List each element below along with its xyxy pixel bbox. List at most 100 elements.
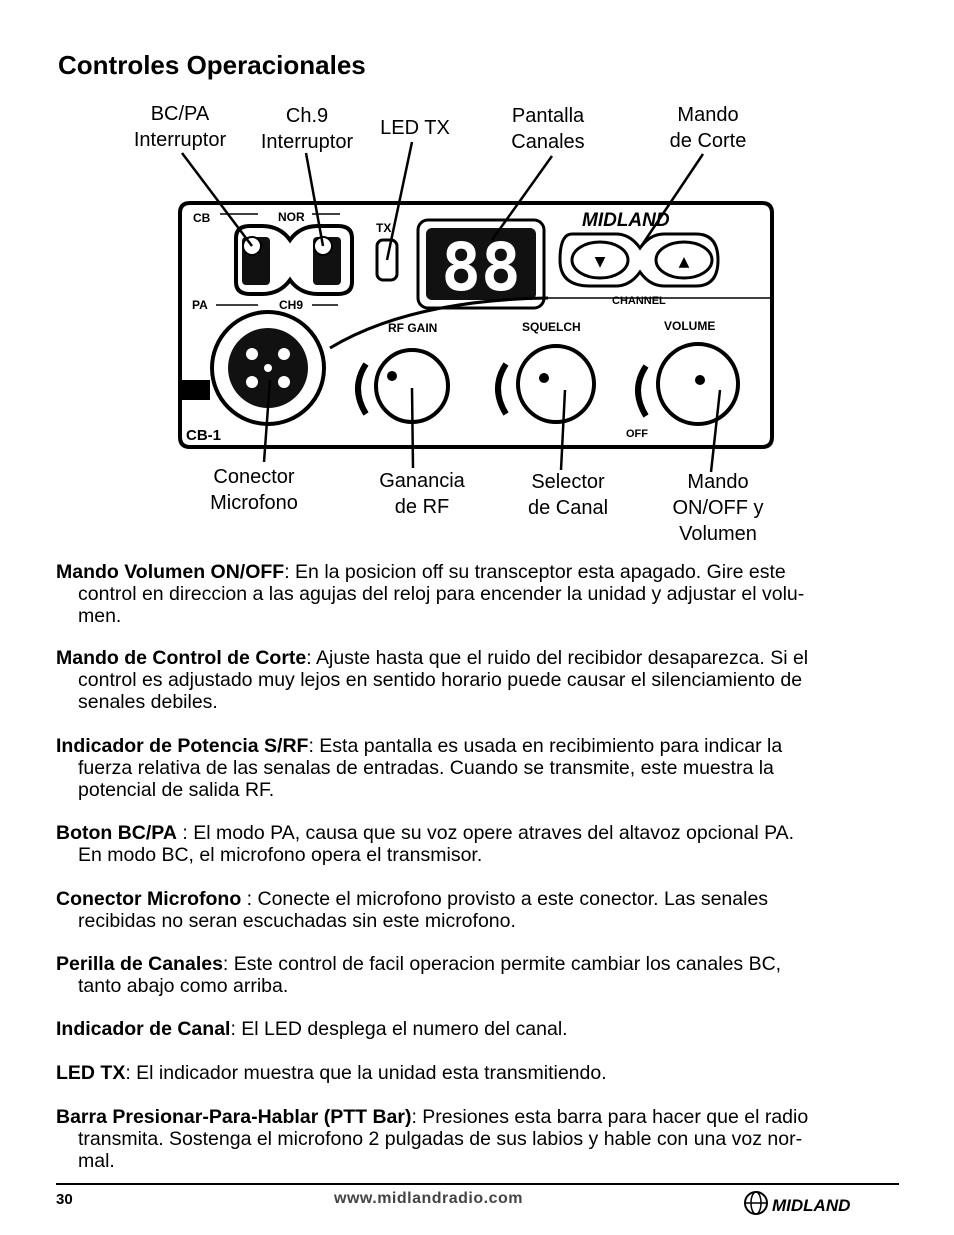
callout-line: de Canal	[527, 497, 609, 519]
callout-line: BC/PA	[150, 103, 210, 125]
label-off: OFF	[626, 428, 648, 440]
desc-term: Indicador de Canal	[56, 1018, 231, 1040]
callout-line: Ganancia	[379, 470, 465, 492]
desc-term: LED TX	[56, 1062, 126, 1084]
leader-selector	[559, 389, 567, 471]
channel-down-button	[570, 240, 630, 280]
callout-line: LED TX	[380, 117, 450, 139]
rf-gain-scale	[355, 362, 369, 416]
desc-term: Perilla de Canales	[56, 953, 223, 975]
callout-channel-selector: Selector de Canal	[518, 469, 618, 521]
leader-ch9	[304, 152, 325, 247]
callout-line: Pantalla	[511, 105, 585, 127]
desc-line: Indicador de Canal: El LED desplega el n…	[56, 1018, 906, 1040]
desc-line: control es adjustado muy lejos en sentid…	[78, 669, 803, 691]
callout-line: Canales	[511, 131, 585, 153]
desc-line: En modo BC, el microfono opera el transm…	[78, 844, 483, 866]
callout-line: Ch.9	[285, 105, 329, 127]
desc-squelch: Mando de Control de Corte: Ajuste hasta …	[56, 647, 906, 713]
mic-pin	[278, 376, 290, 388]
desc-term: Conector Microfono	[56, 888, 242, 910]
callout-line: Interruptor	[133, 129, 227, 151]
desc-line: transmita. Sostenga el microfono 2 pulga…	[78, 1128, 803, 1150]
mic-pin	[246, 348, 258, 360]
desc-line: fuerza relativa de las senalas de entrad…	[78, 757, 774, 779]
volume-pointer	[695, 375, 705, 385]
desc-line: control en direccion a las agujas del re…	[78, 583, 805, 605]
label-cb: CB	[193, 211, 211, 225]
desc-ptt-bar: Barra Presionar-Para-Hablar (PTT Bar): P…	[56, 1106, 906, 1172]
mic-pin	[246, 376, 258, 388]
display-digits: 88	[441, 229, 520, 306]
desc-line: Mando de Control de Corte: Ajuste hasta …	[56, 647, 906, 669]
desc-line: LED TX: El indicador muestra que la unid…	[56, 1062, 906, 1084]
desc-line: mal.	[78, 1150, 115, 1172]
desc-channel-indicator: Indicador de Canal: El LED desplega el n…	[56, 1018, 906, 1040]
squelch-scale	[495, 362, 509, 416]
callout-line: Interruptor	[260, 131, 354, 153]
callout-line: de Corte	[669, 130, 747, 152]
up-arrow-icon: ▲	[679, 254, 690, 270]
footer-brand-logo: MIDLAND	[744, 1191, 850, 1215]
down-arrow-icon: ▼	[595, 254, 606, 270]
desc-text: : Este control de facil operacion permit…	[222, 953, 782, 975]
desc-text: : Conecte el microfono provisto a este c…	[241, 888, 769, 910]
label-volume: VOLUME	[664, 319, 715, 333]
desc-term: Boton BC/PA	[56, 822, 177, 844]
desc-led-tx: LED TX: El indicador muestra que la unid…	[56, 1062, 906, 1084]
desc-line: tanto abajo como arriba.	[78, 975, 289, 997]
callout-leaders	[181, 141, 722, 473]
desc-line: Indicador de Potencia S/RF: Esta pantall…	[56, 735, 906, 757]
desc-text: : Presiones esta barra para hacer que el…	[411, 1106, 809, 1128]
squelch-knob	[516, 344, 596, 424]
page-number: 30	[56, 1191, 73, 1208]
desc-term: Barra Presionar-Para-Hablar (PTT Bar)	[56, 1106, 412, 1128]
desc-text: : En la posicion off su transceptor esta…	[284, 561, 786, 583]
channel-up-button	[654, 240, 714, 280]
desc-term: Mando de Control de Corte	[56, 647, 307, 669]
callout-line: Volumen	[679, 523, 757, 545]
mic-pin	[264, 364, 272, 372]
channel-display	[426, 228, 536, 300]
page-title: Controles Operacionales	[58, 50, 366, 80]
desc-text: : El modo PA, causa que su voz opere atr…	[176, 822, 795, 844]
callout-squelch-knob: Mando de Corte	[660, 102, 756, 154]
callout-line: de RF	[394, 496, 450, 518]
callout-volume-knob: Mando ON/OFF y Volumen	[664, 469, 772, 547]
leader-rfgain	[410, 387, 415, 469]
model-label: CB-1	[186, 427, 221, 444]
callout-mic-connector: Conector Microfono	[202, 464, 306, 516]
desc-line: Perilla de Canales: Este control de faci…	[56, 953, 906, 975]
desc-bcpa-button: Boton BC/PA : El modo PA, causa que su v…	[56, 822, 906, 866]
leader-bcpa	[181, 152, 253, 247]
desc-term: Indicador de Potencia S/RF	[56, 735, 309, 757]
desc-channel-knob: Perilla de Canales: Este control de faci…	[56, 953, 906, 997]
callout-line: ON/OFF y	[672, 497, 764, 519]
desc-mic-connector: Conector Microfono : Conecte el microfon…	[56, 888, 906, 932]
desc-line: recibidas no seran escuchadas sin este m…	[78, 910, 516, 932]
footer-rule	[56, 1183, 899, 1185]
label-pa: PA	[192, 298, 208, 312]
callout-line: Microfono	[210, 492, 298, 514]
desc-line: Barra Presionar-Para-Hablar (PTT Bar): P…	[56, 1106, 906, 1128]
desc-line: Conector Microfono : Conecte el microfon…	[56, 888, 906, 910]
desc-text: : El indicador muestra que la unidad est…	[125, 1062, 607, 1084]
desc-line: Boton BC/PA : El modo PA, causa que su v…	[56, 822, 906, 844]
desc-line: Mando Volumen ON/OFF: En la posicion off…	[56, 561, 906, 583]
desc-term: Mando Volumen ON/OFF	[56, 561, 285, 583]
callout-line: Mando	[687, 471, 749, 493]
label-rf-gain: RF GAIN	[388, 321, 437, 335]
desc-line: potencial de salida RF.	[78, 779, 275, 801]
leader-ledtx	[385, 141, 414, 261]
desc-line: senales debiles.	[78, 691, 218, 713]
leader-volume	[709, 389, 722, 473]
desc-power-indicator: Indicador de Potencia S/RF: Esta pantall…	[56, 735, 906, 801]
label-ch9: CH9	[279, 298, 303, 312]
label-nor: NOR	[278, 210, 305, 224]
callout-bcpa-switch: BC/PA Interruptor	[128, 101, 232, 153]
desc-text: : El LED desplega el numero del canal.	[230, 1018, 568, 1040]
switch-housing	[234, 224, 354, 296]
callout-line: Conector	[213, 466, 295, 488]
leader-display	[490, 155, 554, 241]
radio-panel-diagram: CB NOR PA CH9 TX 88 MIDLAND ▼ ▲ CHANNEL …	[178, 141, 774, 473]
